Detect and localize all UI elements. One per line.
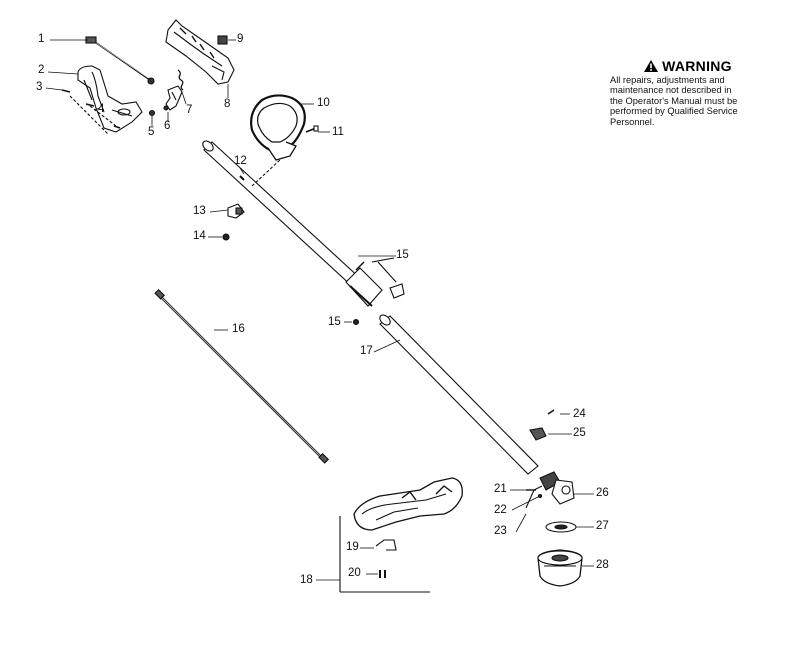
part-24-25 <box>529 409 555 441</box>
callout-24: 24 <box>570 407 586 424</box>
callout-8: 8 <box>220 97 236 114</box>
warning-line: performed by Qualified Service <box>610 106 738 117</box>
callout-15-top: 15 <box>393 248 409 265</box>
callout-11: 11 <box>329 125 344 142</box>
part-gearbox <box>525 471 575 509</box>
callout-28: 28 <box>593 558 609 575</box>
part-nut <box>217 35 228 45</box>
part-handle-housing <box>77 65 143 133</box>
part-handle-half <box>165 19 235 85</box>
leader-lines <box>45 39 594 581</box>
callout-25: 25 <box>570 426 586 443</box>
callout-19: 19 <box>343 540 359 557</box>
part-guard <box>353 477 463 531</box>
callout-10: 10 <box>314 96 330 113</box>
warning-text: All repairs, adjustments and maintenance… <box>610 75 780 127</box>
part-upper-shaft <box>202 140 363 289</box>
callout-22: 22 <box>491 503 507 520</box>
warning-notice: WARNING All repairs, adjustments and mai… <box>610 58 780 127</box>
warning-line: the Operator's Manual must be <box>610 95 738 106</box>
callout-12: 12 <box>231 154 247 171</box>
callout-18: 18 <box>297 573 313 590</box>
assembly-18-bracket <box>339 516 430 593</box>
warning-line: All repairs, adjustments and <box>610 75 725 85</box>
callout-27: 27 <box>593 519 609 536</box>
part-trimmer-head <box>537 549 583 587</box>
callout-9: 9 <box>233 32 249 49</box>
part-knob <box>227 203 245 219</box>
callout-26: 26 <box>593 486 609 503</box>
part-loop-handle <box>250 94 306 161</box>
callout-6: 6 <box>160 119 176 136</box>
callout-23: 23 <box>491 524 507 541</box>
callout-2: 2 <box>34 63 50 80</box>
callout-15-bottom: 15 <box>325 315 341 332</box>
callout-3: 3 <box>32 80 48 97</box>
part-bracket-19 <box>375 539 397 578</box>
warning-line: maintenance not described in <box>610 85 732 96</box>
callout-17: 17 <box>357 344 373 361</box>
warning-triangle-icon <box>644 60 659 72</box>
warning-heading: WARNING <box>596 58 780 74</box>
part-5 <box>148 109 156 117</box>
part-trigger <box>163 85 183 111</box>
callout-4: 4 <box>94 102 110 119</box>
callout-5: 5 <box>144 125 160 142</box>
part-spring <box>177 69 184 91</box>
part-throttle-cable <box>85 36 155 85</box>
part-coupler <box>345 257 405 326</box>
callout-13: 13 <box>190 204 206 221</box>
callout-7: 7 <box>182 103 198 120</box>
warning-line: Personnel. <box>610 116 655 127</box>
callout-1: 1 <box>34 32 50 49</box>
part-lower-shaft <box>379 314 539 475</box>
callout-16: 16 <box>229 322 245 339</box>
part-drive-shaft <box>154 288 330 464</box>
part-washer <box>545 521 577 533</box>
callout-14: 14 <box>190 229 206 246</box>
warning-title: WARNING <box>662 58 732 74</box>
callout-20: 20 <box>345 566 361 583</box>
part-bolt-11 <box>305 125 319 133</box>
part-nut-14 <box>222 233 230 241</box>
part-screws-3-4 <box>61 89 121 135</box>
callout-21: 21 <box>491 482 507 499</box>
